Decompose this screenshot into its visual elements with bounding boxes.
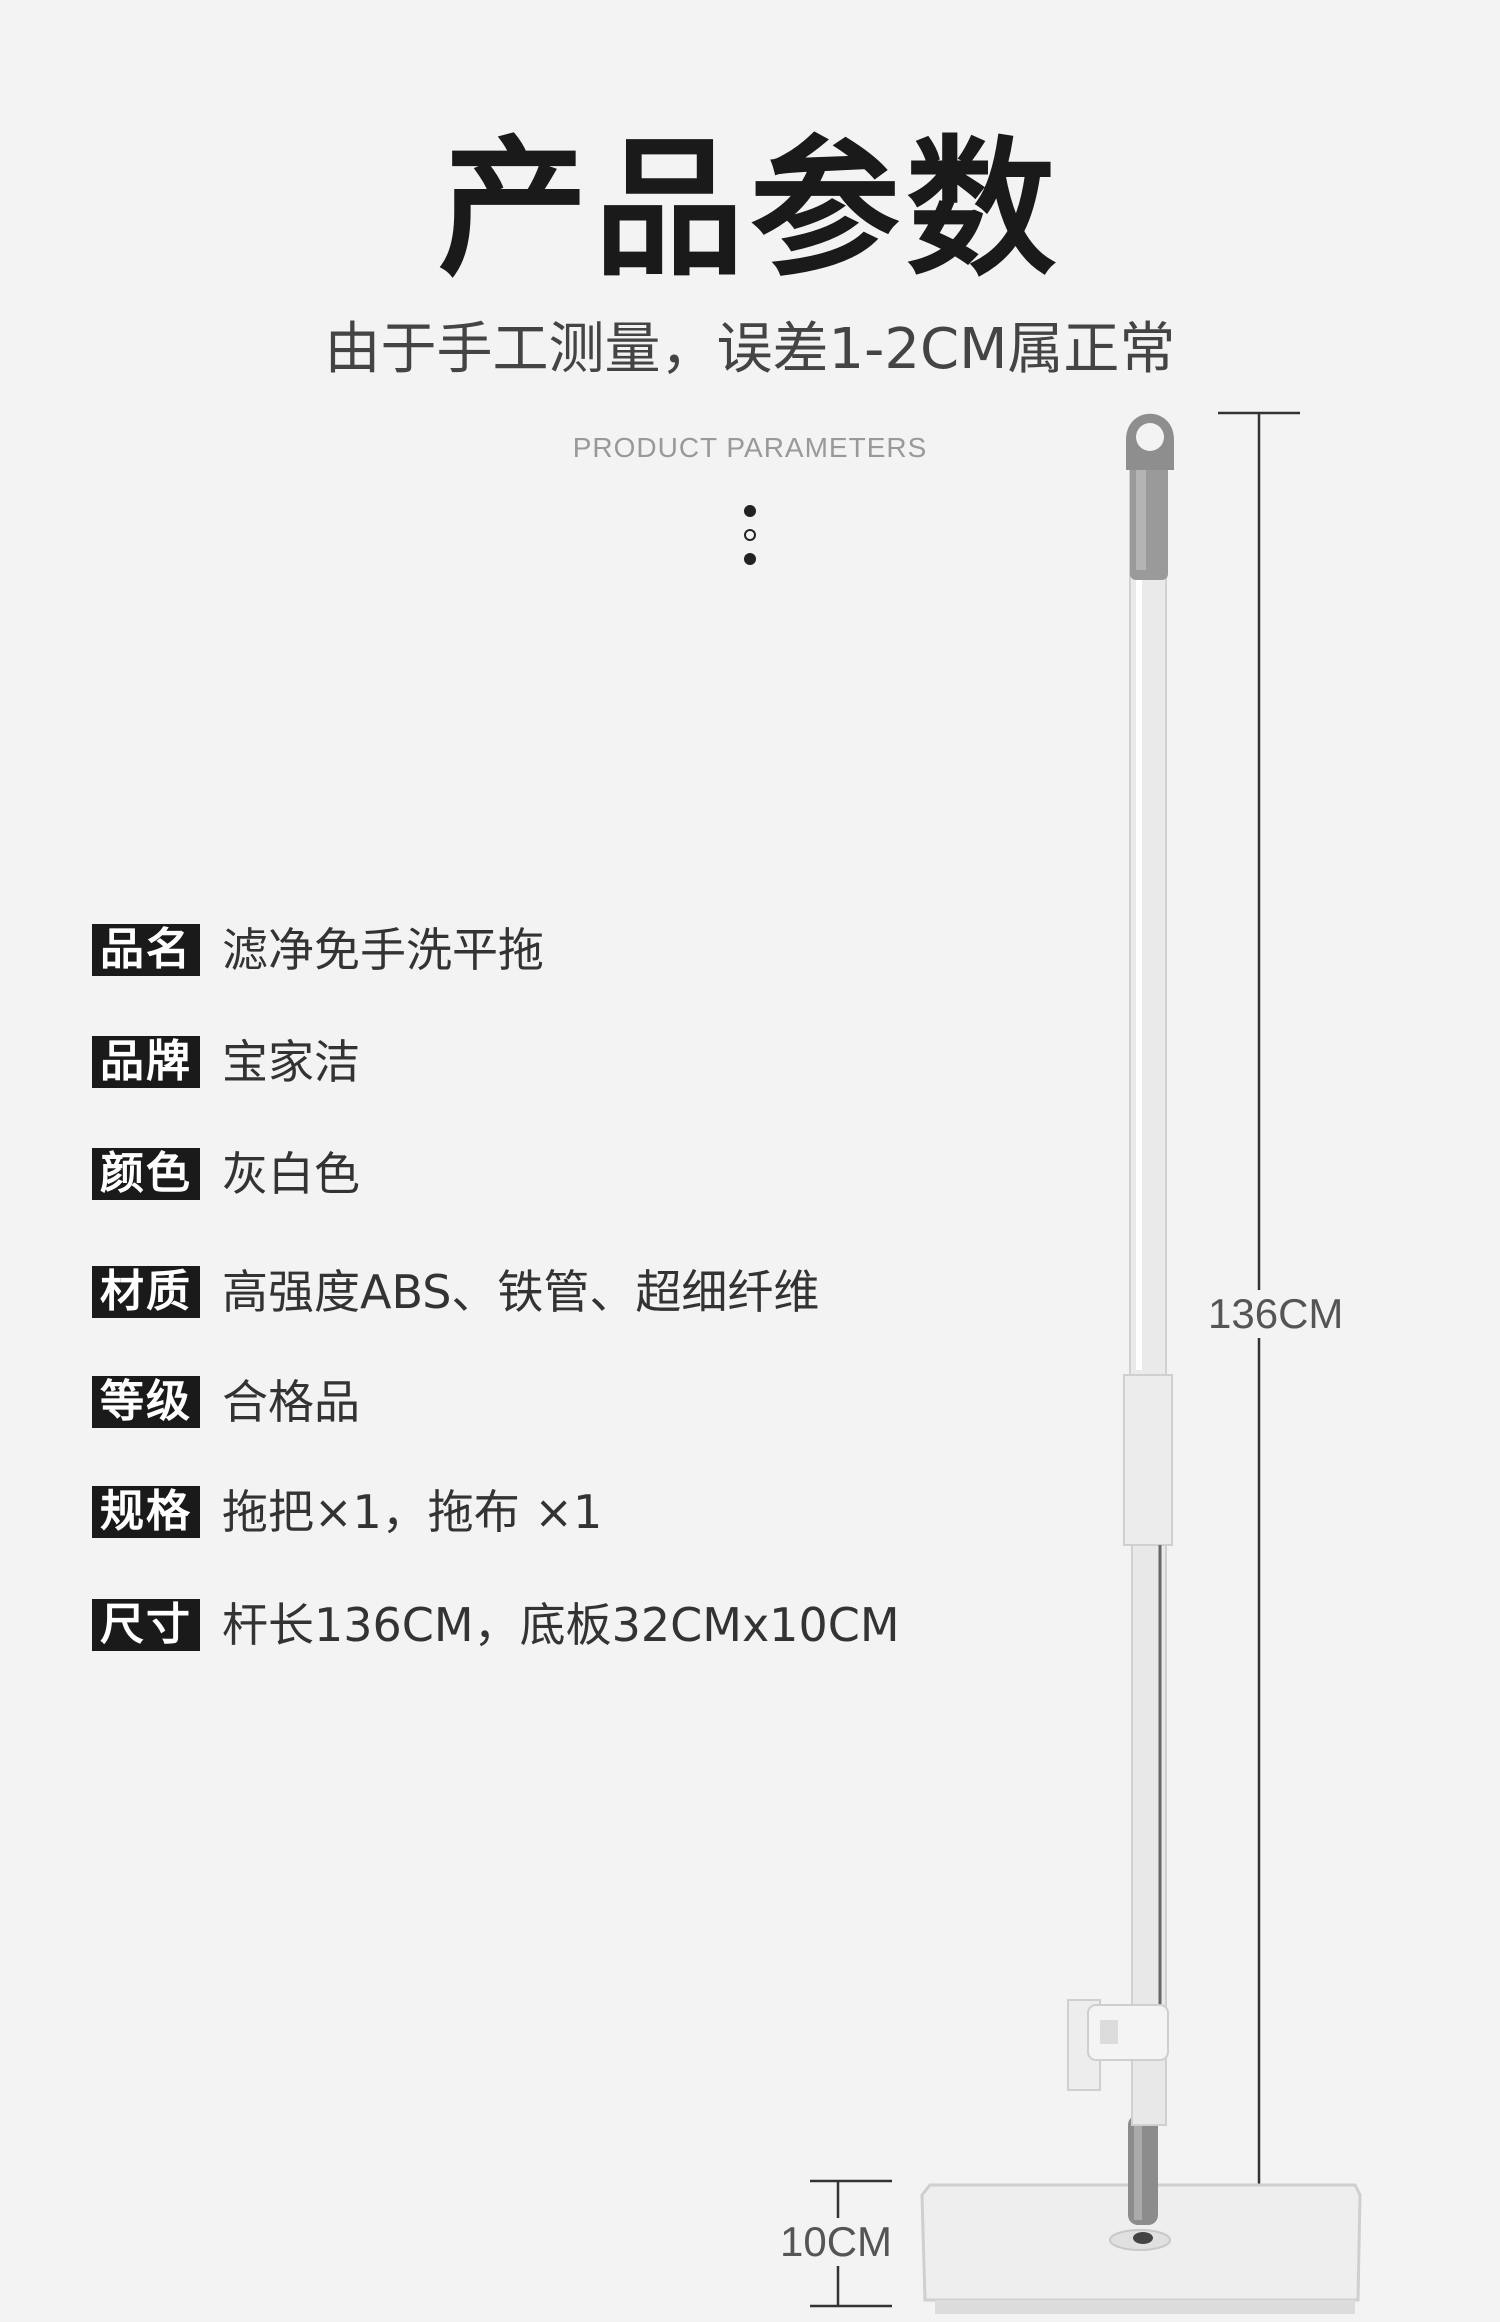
dot-icon — [744, 505, 756, 517]
param-value: 滤净免手洗平拖 — [222, 923, 544, 977]
param-value: 拖把×1，拖布 ×1 — [222, 1485, 603, 1539]
param-row-grade: 等级 合格品 — [92, 1372, 360, 1432]
param-label: 尺寸 — [92, 1599, 200, 1651]
param-row-material: 材质 高强度ABS、铁管、超细纤维 — [92, 1262, 819, 1322]
param-row-brand: 品牌 宝家洁 — [92, 1032, 360, 1092]
param-label: 规格 — [92, 1486, 200, 1538]
param-value: 杆长136CM，底板32CMx10CM — [222, 1598, 900, 1652]
param-label: 材质 — [92, 1266, 200, 1318]
param-label: 品名 — [92, 924, 200, 976]
plate-dimension-label: 10CM — [780, 2218, 893, 2266]
param-label: 等级 — [92, 1376, 200, 1428]
param-row-size: 尺寸 杆长136CM，底板32CMx10CM — [92, 1595, 900, 1655]
page-title: 产品参数 — [437, 123, 1062, 297]
mop-base-plate — [920, 2183, 1362, 2314]
param-value: 灰白色 — [222, 1147, 360, 1201]
param-label: 品牌 — [92, 1036, 200, 1088]
english-title: PRODUCT PARAMETERS — [572, 432, 928, 463]
height-dimension-label: 136CM — [1208, 1290, 1344, 1338]
decorative-dots — [744, 505, 758, 567]
mop-joint — [1128, 2115, 1158, 2225]
param-value: 高强度ABS、铁管、超细纤维 — [222, 1265, 820, 1319]
param-label: 颜色 — [92, 1148, 200, 1200]
param-row-spec: 规格 拖把×1，拖布 ×1 — [92, 1482, 602, 1542]
param-row-name: 品名 滤净免手洗平拖 — [92, 920, 544, 980]
param-value: 合格品 — [222, 1375, 360, 1429]
param-row-color: 颜色 灰白色 — [92, 1144, 360, 1204]
dot-icon — [744, 553, 756, 565]
hollow-dot-icon — [744, 529, 756, 541]
page-subtitle: 由于手工测量，误差1-2CM属正常 — [324, 317, 1176, 382]
mop-pole — [1123, 459, 1173, 2126]
mop-clamp — [1067, 1999, 1169, 2091]
mop-handle — [1126, 413, 1174, 580]
param-value: 宝家洁 — [222, 1035, 360, 1089]
